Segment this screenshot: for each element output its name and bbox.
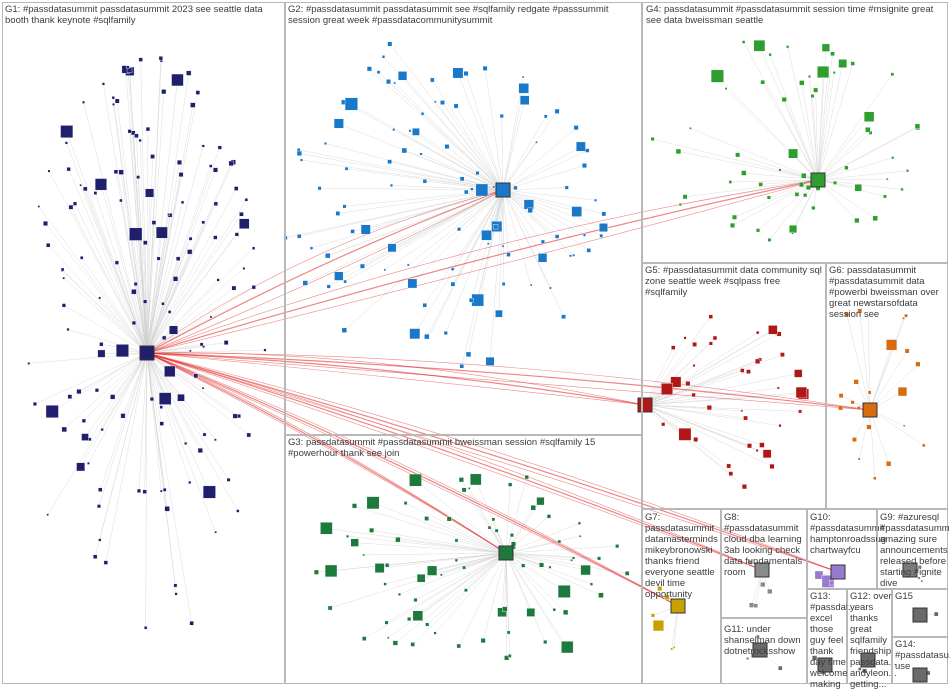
group-box-g3 bbox=[285, 435, 642, 684]
group-label-g10: G10: #passdatasummit hamptonroadssug cha… bbox=[810, 512, 878, 556]
group-label-g12: G12: over years thanks great sqlfamily f… bbox=[850, 591, 892, 690]
group-label-g2: G2: #passdatasummit passdatasummit see #… bbox=[288, 4, 640, 26]
group-label-g15: G15 bbox=[895, 591, 945, 602]
group-label-g7: G7: passdatasummit datamasterminds mikey… bbox=[645, 512, 721, 600]
group-label-g8: G8: #passdatasummit cloud dba learning 3… bbox=[724, 512, 806, 578]
group-box-g1 bbox=[2, 2, 285, 684]
group-label-g9: G9: #azuresql #passdatasummit amazing su… bbox=[880, 512, 948, 589]
group-label-g13: G13: #passdat... excel those guy feel th… bbox=[810, 591, 848, 690]
group-label-g1: G1: #passdatasummit passdatasummit 2023 … bbox=[5, 4, 281, 26]
group-label-g6: G6: passdatasummit #passdatasummit data … bbox=[829, 265, 947, 320]
group-box-g4 bbox=[642, 2, 948, 263]
group-label-g11: G11: under shanselman down dotnetrockssh… bbox=[724, 624, 806, 657]
group-box-g5 bbox=[642, 263, 826, 509]
group-label-g14: G14: #passdatasu... use bbox=[895, 639, 947, 672]
group-label-g5: G5: #passdatasummit data community sql z… bbox=[645, 265, 825, 298]
group-label-g3: G3: passdatasummit #passdatasummit bweis… bbox=[288, 437, 638, 459]
group-box-g2 bbox=[285, 2, 642, 435]
group-label-g4: G4: passdatasummit #passdatasummit sessi… bbox=[646, 4, 946, 26]
